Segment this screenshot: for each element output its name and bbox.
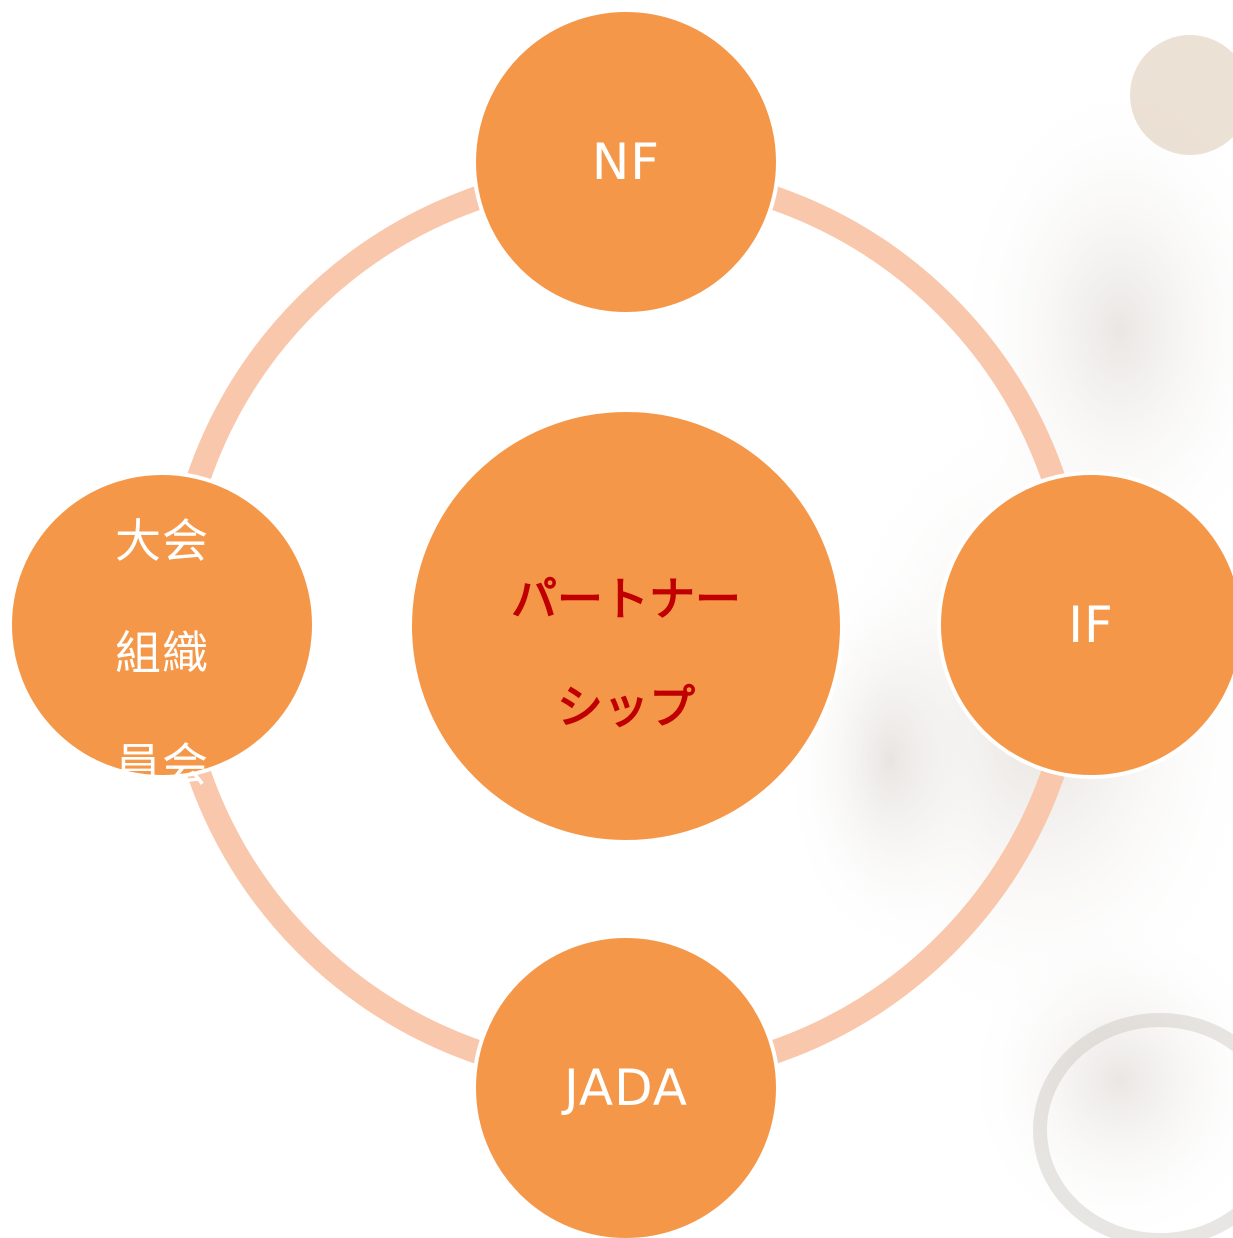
center-node-partnership: パートナー シップ	[408, 408, 844, 844]
node-organizing-committee: 大会 組織 員会	[8, 471, 316, 792]
center-label-line1: パートナー	[511, 572, 741, 626]
node-org-label-line1: 大会	[115, 514, 209, 568]
node-jada: JADA	[472, 934, 780, 1238]
center-label-line2: シップ	[557, 680, 695, 734]
node-org-label-line3: 員会	[115, 738, 209, 792]
node-org-label-line2: 組織	[115, 626, 209, 680]
node-if-label: IF	[1068, 596, 1114, 654]
node-if: IF	[937, 471, 1233, 779]
node-nf-label: NF	[591, 133, 661, 191]
node-jada-label: JADA	[564, 1059, 688, 1117]
node-nf: NF	[472, 8, 780, 316]
